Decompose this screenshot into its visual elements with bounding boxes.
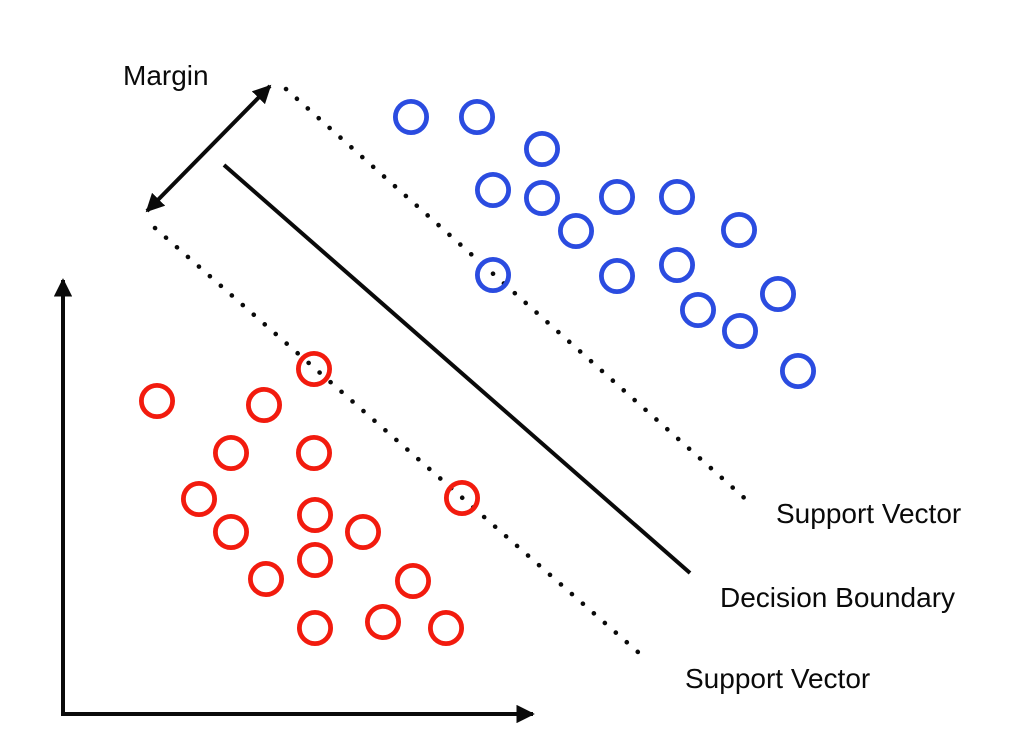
blue-class-point [680, 291, 717, 328]
margin-label: Margin [123, 60, 209, 91]
red-class-point [296, 610, 333, 647]
red-class-point [245, 386, 282, 423]
red-class-point [394, 563, 431, 600]
decision-boundary-label: Decision Boundary [720, 582, 955, 613]
data-points-layer [138, 99, 817, 647]
red-class-point [247, 561, 284, 598]
support-vector-bottom-label: Support Vector [685, 663, 870, 694]
red-class-point [295, 434, 332, 471]
blue-class-point [599, 257, 636, 294]
blue-class-point [780, 352, 817, 389]
blue-class-point [721, 211, 758, 248]
red-class-point [138, 382, 175, 419]
margin-arrow [145, 84, 272, 213]
support-vector-line-lower [152, 225, 650, 663]
decision-boundary-line [222, 163, 692, 575]
red-class-point [344, 514, 381, 551]
blue-class-point [760, 275, 797, 312]
blue-class-point [524, 179, 561, 216]
blue-class-point [659, 178, 696, 215]
blue-class-point [659, 246, 696, 283]
red-class-point [443, 479, 480, 516]
blue-class-point [524, 130, 561, 167]
blue-class-point [474, 256, 511, 293]
red-class-point [364, 604, 401, 641]
blue-class-point [599, 178, 636, 215]
blue-class-point [458, 99, 495, 136]
red-class-point [180, 480, 217, 517]
blue-class-point [558, 212, 595, 249]
red-class-point [296, 542, 333, 579]
red-class-point [212, 514, 249, 551]
red-class-point [295, 350, 332, 387]
support-vector-line-upper [283, 86, 753, 506]
red-class-point [212, 434, 249, 471]
support-vector-top-label: Support Vector [776, 498, 961, 529]
red-class-point [296, 496, 333, 533]
blue-class-point [474, 171, 511, 208]
blue-class-point [722, 312, 759, 349]
lines-layer [53, 84, 753, 724]
blue-class-point [392, 99, 429, 136]
red-class-point [427, 610, 464, 647]
